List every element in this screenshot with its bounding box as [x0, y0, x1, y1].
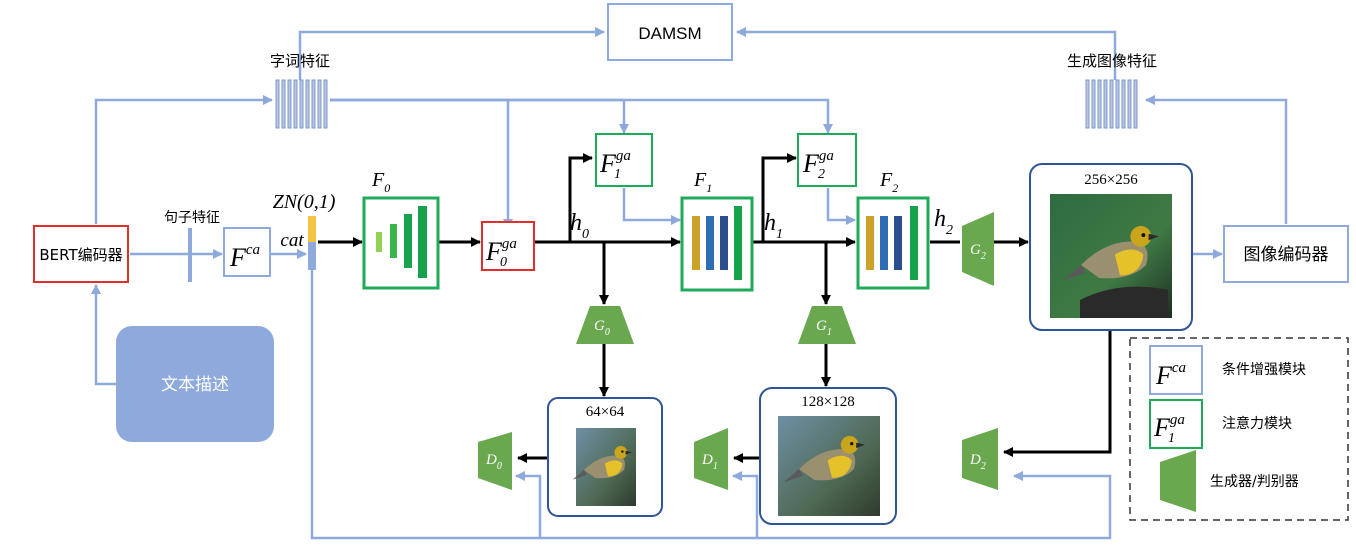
h2-label: h2: [934, 206, 953, 238]
sentence-feature-label: 句子特征: [164, 210, 220, 226]
bert-to-word: [94, 95, 273, 224]
G0-label: G0: [594, 318, 610, 338]
word-features-label: 字词特征: [270, 52, 330, 70]
F1ga-box: [595, 133, 653, 187]
legend-fga-swatch: [1149, 399, 1203, 449]
gen-image-features-bars: [1085, 79, 1138, 129]
res256-label: 256×256: [1084, 172, 1138, 188]
F2-label: F2: [879, 169, 898, 195]
cat-bar-top: [308, 216, 316, 242]
word-to-F1ga: [330, 98, 629, 134]
G2-label: G2: [970, 242, 986, 262]
h0-label: h0: [570, 210, 589, 242]
image-encoder-box: [1223, 225, 1349, 283]
legend-fca-label: 条件增强模块: [1222, 361, 1306, 378]
word-to-damsm: [298, 27, 605, 80]
h1-label: h1: [764, 210, 783, 242]
G1-generator-shape: [798, 306, 856, 344]
F0ga-box: [481, 221, 535, 271]
D1-label: D1: [701, 452, 718, 472]
fca-label: Fca: [229, 242, 260, 272]
text-to-bert: [91, 284, 116, 386]
D0-label: D0: [485, 452, 502, 472]
G1-label: G1: [816, 318, 832, 338]
gen-image-features-label: 生成图像特征: [1067, 52, 1157, 70]
text-description-box: [116, 326, 274, 442]
res64-label: 64×64: [586, 404, 625, 420]
F1-label: F1: [693, 169, 712, 195]
G2-generator-shape: [962, 212, 994, 286]
cat-label: cat: [280, 230, 304, 251]
text-description-label: 文本描述: [161, 375, 229, 395]
word-features-bars: [275, 79, 328, 129]
cat-bar-bottom: [308, 242, 316, 270]
F0-bars: [376, 206, 427, 278]
word-to-F2ga: [330, 98, 833, 134]
imgfeat-to-damsm: [736, 27, 1117, 80]
F2-bars: [866, 206, 918, 280]
imgenc-to-imgfeat: [1145, 95, 1288, 224]
bert-encoder-box: [33, 225, 129, 283]
bert-encoder-label: BERT编码器: [39, 246, 122, 264]
D2-label: D2: [969, 452, 986, 472]
branch-256: [1080, 286, 1168, 318]
G0-generator-shape: [576, 306, 634, 344]
F1ga-to-F1: [622, 188, 681, 225]
legend-gen-swatch: [1160, 450, 1196, 512]
image-encoder-label: 图像编码器: [1244, 245, 1329, 265]
D1-discriminator-shape: [694, 428, 728, 490]
legend-fca-swatch: [1149, 345, 1203, 395]
legend-fga-label: 注意力模块: [1222, 415, 1292, 432]
legend-gen-label: 生成器/判别器: [1210, 474, 1299, 490]
F2ga-box: [797, 133, 857, 187]
damsm-label: DAMSM: [638, 24, 701, 43]
F2ga-to-F2: [826, 188, 856, 225]
zn-label: ZN(0,1): [273, 191, 336, 213]
res128-label: 128×128: [801, 394, 854, 410]
blue-connectors: [91, 27, 1288, 540]
fca-box: [223, 227, 271, 277]
D2-discriminator-shape: [962, 428, 998, 490]
sentence-feature-bar: [188, 228, 192, 282]
damsm-box: [607, 3, 733, 61]
F0-label: F0: [371, 169, 390, 195]
black-connectors: [318, 153, 1112, 463]
D0-discriminator-shape: [478, 432, 512, 490]
legend-fca-symbol: Fca: [1155, 360, 1186, 390]
sentence-to-discriminators: [310, 270, 1112, 540]
F1-bars: [692, 206, 742, 280]
